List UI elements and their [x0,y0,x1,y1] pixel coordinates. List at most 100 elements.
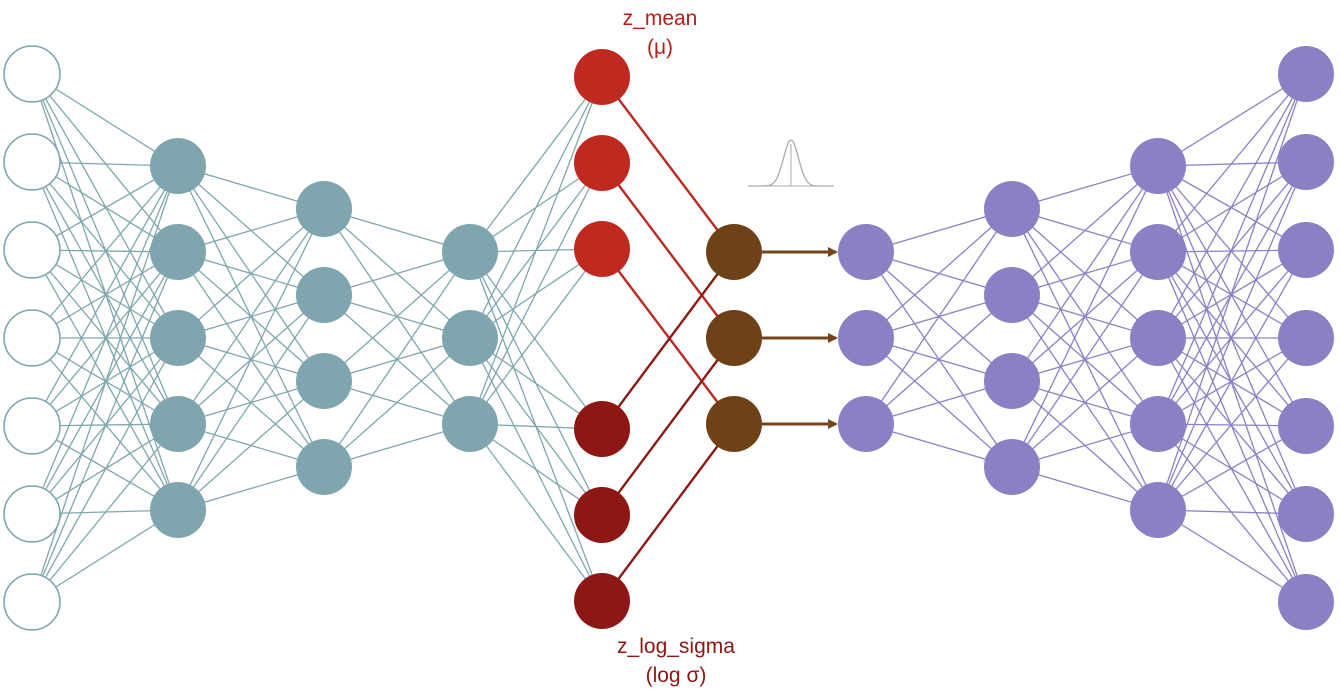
encoder-node [296,267,352,323]
decoder-edge [1157,73,1307,339]
encoder-edge [31,249,179,511]
decoder-node [984,439,1040,495]
decoder-edge [1157,251,1307,339]
gaussian-curve-icon [748,139,834,187]
encoder-edge [177,208,325,425]
encoder-node [296,353,352,409]
encoder-edge [31,337,179,603]
decoder-node [1130,138,1186,194]
decoder-node [1130,482,1186,538]
input-node [3,573,61,631]
input-node [3,309,61,367]
z-log-sigma-label: z_log_sigma [617,635,735,658]
z-log-sigma-node [574,487,630,543]
encoder-node [442,224,498,280]
decoder-edge [1157,161,1307,511]
encoder-edge [177,294,325,511]
encoder-edge [469,76,603,339]
z-log-sigma-node [574,573,630,629]
z-log-sigma-edge [601,251,735,430]
decoder-edge [865,294,1013,425]
input-node [3,45,61,103]
encoder-edge [469,423,603,602]
decoder-edge [1011,165,1159,296]
z-log-sigma-edge [601,337,735,516]
output-node [1278,574,1334,630]
decoder-node [1130,396,1186,452]
z-mean-node [574,135,630,191]
decoder-node [984,267,1040,323]
encoder-node [150,396,206,452]
decoder-node [838,396,894,452]
decoder-edge [1157,251,1307,515]
encoder-edge [469,248,603,425]
z-log-sigma-node [574,401,630,457]
output-node [1278,486,1334,542]
encoder-edge [31,251,179,603]
decoder-edge [1157,165,1307,339]
encoder-node [442,396,498,452]
decoder-edge [1011,165,1159,382]
encoder-edge [31,165,179,515]
encoder-edge [31,165,179,427]
decoder-edge [1157,249,1307,511]
output-node [1278,398,1334,454]
decoder-node [1130,310,1186,366]
encoder-node [150,224,206,280]
encoder-edge [31,73,179,339]
connection-layer [31,73,1307,603]
decoder-node [838,224,894,280]
decoder-node [838,310,894,366]
encoder-edge [323,337,471,468]
encoder-edge [31,165,179,339]
encoder-edge [31,423,179,603]
encoder-edge [469,76,603,253]
encoder-edge [177,380,325,511]
decoder-edge [1157,73,1307,253]
output-node [1278,46,1334,102]
decoder-edge [1157,165,1307,251]
encoder-edge [177,208,325,339]
decoder-edge [1157,425,1307,511]
decoder-edge [1157,73,1307,511]
z-mean-node [574,221,630,277]
z-mean-edge [601,76,735,253]
encoder-edge [469,76,603,425]
decoder-edge [865,208,1013,339]
z-log-sigma-symbol-label: (log σ) [645,664,707,687]
decoder-edge [1011,251,1159,468]
node-layer [3,45,1334,631]
input-node [3,133,61,191]
encoder-node [296,181,352,237]
encoder-node [442,310,498,366]
output-node [1278,310,1334,366]
output-node [1278,134,1334,190]
decoder-edge [1157,165,1307,427]
decoder-edge [1157,73,1307,167]
z-mean-label: z_mean [622,7,698,30]
z-mean-symbol-label: (μ) [646,36,674,59]
z-log-sigma-edge [601,423,735,602]
decoder-edge [1011,337,1159,468]
input-node [3,485,61,543]
sampled-z-node [706,224,762,280]
encoder-node [150,482,206,538]
encoder-edge [323,251,471,468]
decoder-edge [1157,337,1307,511]
encoder-node [296,439,352,495]
encoder-edge [469,251,603,430]
encoder-edge [323,251,471,382]
encoder-node [150,310,206,366]
decoder-node [1130,224,1186,280]
decoder-node [984,353,1040,409]
z-mean-node [574,49,630,105]
encoder-edge [177,208,325,511]
decoder-edge [1157,509,1307,603]
z-mean-edge [601,162,735,339]
input-node [3,221,61,279]
sampled-z-node [706,396,762,452]
decoder-edge [1011,165,1159,468]
decoder-edge [865,208,1013,425]
encoder-edge [31,249,179,425]
input-node [3,397,61,455]
